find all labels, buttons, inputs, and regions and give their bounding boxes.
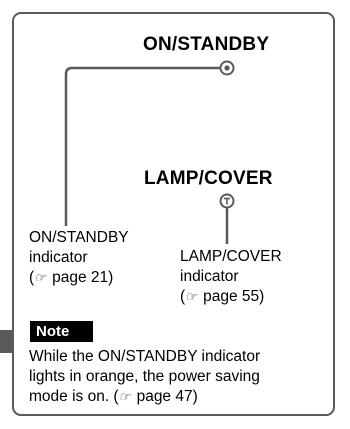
- note-page-reference[interactable]: page 47): [132, 388, 198, 405]
- side-tab-marker: [0, 330, 12, 353]
- standby-indicator-label: ON/STANDBY indicator (☞ page 21): [29, 228, 129, 288]
- standby-leader-line: [64, 66, 220, 226]
- pointing-hand-icon: ☞: [185, 289, 197, 304]
- lamp-label-line2: indicator: [180, 268, 239, 285]
- pointing-hand-icon: ☞: [34, 270, 46, 285]
- note-body: While the ON/STANDBY indicator lights in…: [29, 347, 329, 407]
- note-heading: Note: [30, 321, 93, 342]
- note-line2: lights in orange, the power saving: [29, 368, 260, 385]
- ref-open-paren: (: [180, 288, 186, 305]
- lamp-indicator-title: LAMP/COVER: [144, 168, 273, 189]
- standby-led-icon: [219, 60, 235, 76]
- note-line3: mode is on. (☞ page 47): [29, 387, 329, 407]
- note-line3-text: mode is on. (: [29, 388, 119, 405]
- note-line1: While the ON/STANDBY indicator: [29, 348, 261, 365]
- pointing-hand-icon: ☞: [118, 389, 131, 404]
- lamp-indicator-label: LAMP/COVER indicator (☞ page 55): [180, 247, 282, 307]
- lamp-led-icon: [219, 193, 235, 209]
- ref-open-paren: (: [29, 269, 35, 286]
- lamp-page-reference[interactable]: (☞ page 55): [180, 287, 282, 307]
- standby-label-line1: ON/STANDBY: [29, 229, 129, 246]
- standby-indicator-title: ON/STANDBY: [143, 34, 270, 55]
- standby-page-text: page 21): [47, 269, 114, 286]
- standby-label-line2: indicator: [29, 249, 88, 266]
- standby-page-reference[interactable]: (☞ page 21): [29, 268, 129, 288]
- lamp-page-text: page 55): [198, 288, 265, 305]
- lamp-label-line1: LAMP/COVER: [180, 248, 282, 265]
